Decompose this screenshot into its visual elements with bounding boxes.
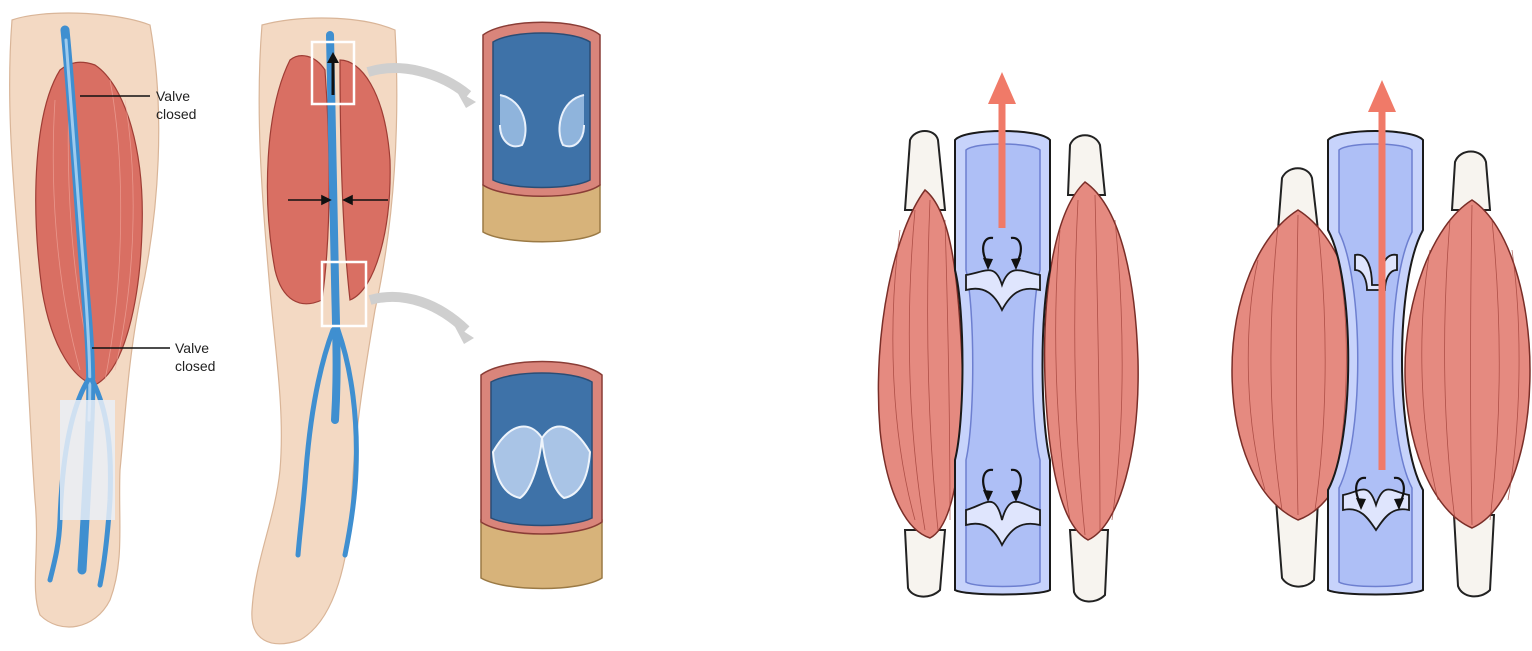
flow-arrow-up-head: [988, 72, 1016, 104]
valve-closed-label-top: Valve closed: [156, 88, 196, 122]
inset-valve-closed: [481, 362, 602, 589]
tendon-bottom-right: [1070, 530, 1108, 601]
callout-arrow-bottom: [370, 297, 466, 330]
leg-contracted: [252, 18, 476, 644]
pump-diagram-contracted: [1232, 80, 1530, 596]
valve-closed-label-bottom: Valve closed: [175, 340, 215, 374]
muscle-right: [1045, 182, 1139, 540]
achilles-tendon: [60, 400, 115, 520]
inset-valve-open: [483, 22, 600, 242]
flow-arrow-up-head: [1368, 80, 1396, 112]
tendon-bottom-left: [905, 530, 945, 597]
leg-relaxed: Valve closed Valve closed: [10, 13, 216, 627]
pump-diagram-relaxed: [878, 72, 1138, 601]
